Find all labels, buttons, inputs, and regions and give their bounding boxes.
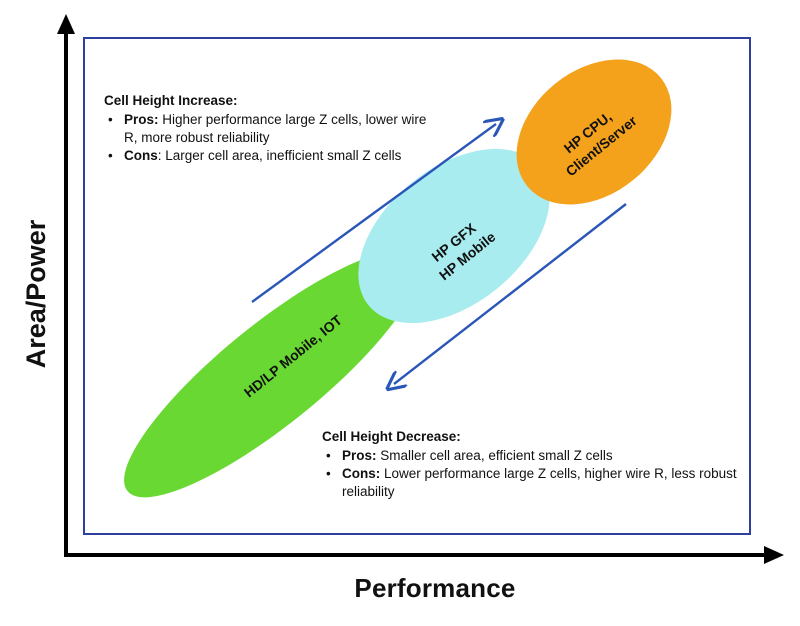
decrease-note-list: Pros: Smaller cell area, efficient small… bbox=[322, 447, 742, 501]
y-axis-label: Area/Power bbox=[21, 219, 51, 369]
region-hp-cpu-client-server bbox=[516, 59, 672, 205]
decrease-note-title: Cell Height Decrease: bbox=[322, 429, 461, 444]
decrease-cons-term: Cons: bbox=[342, 466, 381, 481]
increase-cons-item: Cons: Larger cell area, inefficient smal… bbox=[104, 147, 434, 165]
x-axis-arrowhead-icon bbox=[764, 546, 784, 564]
increase-pros-term: Pros: bbox=[124, 112, 159, 127]
decrease-pros-item: Pros: Smaller cell area, efficient small… bbox=[322, 447, 742, 465]
decrease-cons-text: Lower performance large Z cells, higher … bbox=[342, 466, 737, 499]
decrease-pros-text: Smaller cell area, efficient small Z cel… bbox=[380, 448, 613, 463]
increase-direction-arrow-icon bbox=[251, 124, 496, 303]
x-axis-label: Performance bbox=[354, 573, 516, 603]
region-hp-gfx-hp-mobile bbox=[358, 148, 550, 324]
increase-note-title: Cell Height Increase: bbox=[104, 93, 238, 108]
decrease-pros-term: Pros: bbox=[342, 448, 377, 463]
cell-height-decrease-note: Cell Height Decrease: Pros: Smaller cell… bbox=[322, 428, 742, 501]
decrease-direction-arrow-icon bbox=[394, 203, 627, 384]
y-axis-arrowhead-icon bbox=[57, 14, 75, 34]
region-hd-lp-mobile-iot bbox=[124, 250, 420, 498]
increase-cons-text: : Larger cell area, inefficient small Z … bbox=[157, 148, 402, 163]
increase-cons-term: Cons bbox=[124, 148, 158, 163]
increase-note-list: Pros: Higher performance large Z cells, … bbox=[104, 111, 434, 165]
plot-frame bbox=[83, 37, 751, 535]
cell-height-increase-note: Cell Height Increase: Pros: Higher perfo… bbox=[104, 92, 434, 165]
increase-pros-text: Higher performance large Z cells, lower … bbox=[124, 112, 427, 145]
increase-pros-item: Pros: Higher performance large Z cells, … bbox=[104, 111, 434, 147]
decrease-cons-item: Cons: Lower performance large Z cells, h… bbox=[322, 465, 742, 501]
